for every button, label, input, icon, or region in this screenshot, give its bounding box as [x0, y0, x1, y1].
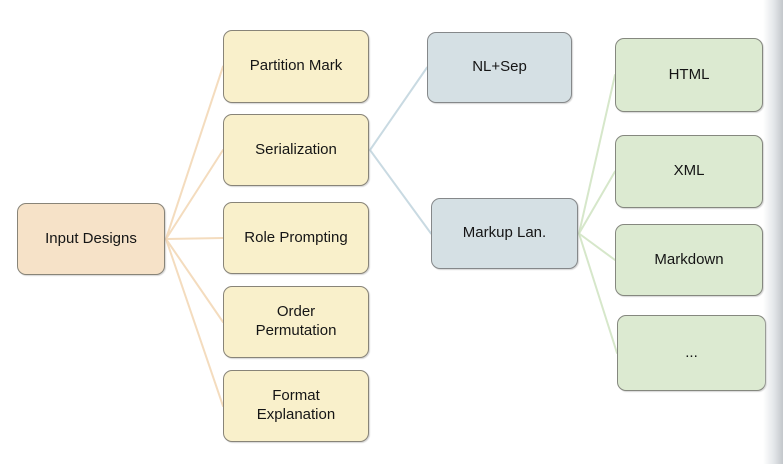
edge-markup-lan-xml [578, 170, 616, 235]
node-role-prompting: Role Prompting [223, 202, 369, 274]
node-html: HTML [615, 38, 763, 112]
edge-markup-lan-ellipsis [578, 232, 618, 354]
edge-input-designs-partition-mark [165, 65, 224, 240]
edge-markup-lan-html [578, 74, 616, 235]
edge-input-designs-role-prompting [165, 237, 224, 240]
node-xml: XML [615, 135, 763, 208]
edge-input-designs-serialization [165, 149, 224, 240]
edge-markup-lan-markdown [578, 232, 616, 261]
node-format-explanation: Format Explanation [223, 370, 369, 442]
node-serialization: Serialization [223, 114, 369, 186]
node-ellipsis: ... [617, 315, 766, 391]
node-order-permutation: Order Permutation [223, 286, 369, 358]
edge-serialization-markup-lan [369, 149, 432, 235]
node-markup-lan: Markup Lan. [431, 198, 578, 269]
node-partition-mark: Partition Mark [223, 30, 369, 103]
edge-input-designs-format-explanation [165, 238, 224, 407]
edge-input-designs-order-permutation [165, 238, 224, 323]
edge-serialization-nl-sep [369, 66, 428, 151]
node-nl-sep: NL+Sep [427, 32, 572, 103]
node-markdown: Markdown [615, 224, 763, 296]
node-input-designs: Input Designs [17, 203, 165, 275]
